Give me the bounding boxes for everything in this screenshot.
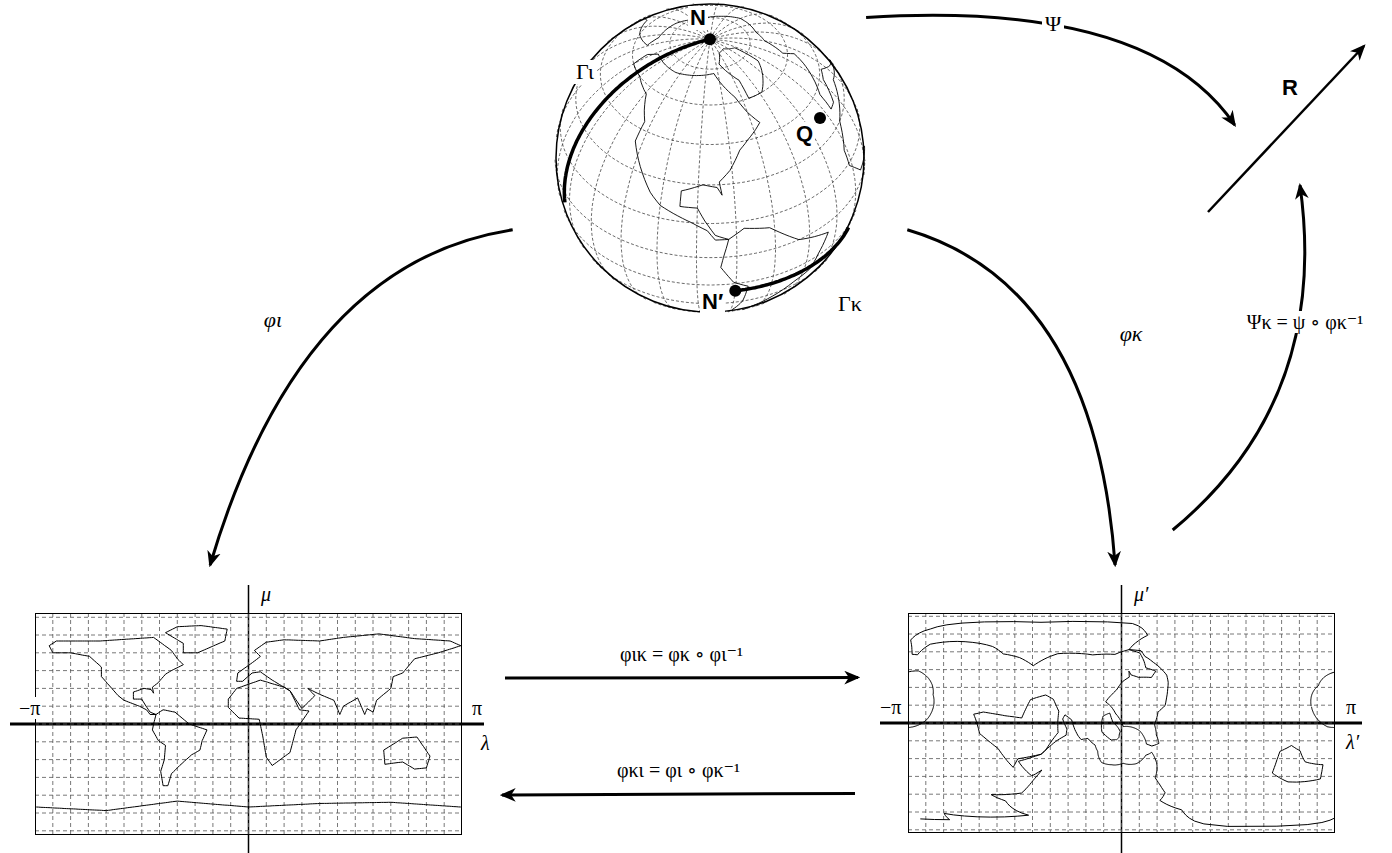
coastline [719, 48, 763, 99]
coastline [1101, 713, 1120, 740]
mapping-arrow [907, 230, 1115, 565]
coastline [830, 60, 865, 170]
node-label: Γι [574, 60, 596, 84]
globe-node: N ΓιQ N′ Γκ [555, 3, 865, 313]
coastline [920, 715, 1335, 827]
real-line-arrow [1208, 46, 1364, 212]
curve-arc [735, 228, 848, 291]
mapping-arrow [1173, 185, 1305, 530]
mapping-arrow [505, 676, 858, 680]
graticule [555, 3, 865, 313]
coastline [909, 671, 1335, 728]
point-dot [814, 112, 826, 124]
mapping-label: φκι = φι ∘ φκ⁻¹ [614, 759, 743, 781]
node-label: N [688, 6, 708, 30]
coastline [384, 737, 430, 769]
node-label: −π [878, 696, 903, 718]
coastline [49, 637, 183, 714]
coastline [166, 626, 228, 653]
coastline [911, 621, 1148, 665]
coastline [634, 54, 760, 240]
mapping-arrow [210, 230, 513, 565]
point-dot [729, 285, 741, 297]
globe-outline [555, 3, 865, 313]
node-label: λ [479, 732, 492, 754]
curve-arc [564, 39, 710, 202]
real-line [1205, 40, 1370, 215]
node-label: Q [794, 122, 815, 146]
mapping-label: φικ = φκ ∘ φι⁻¹ [617, 643, 746, 665]
map-panel: μ−ππλ [35, 613, 462, 835]
coastline [237, 634, 461, 715]
map-panel: μ′−ππλ′ [908, 613, 1335, 833]
coastline [36, 801, 461, 811]
coastline [152, 710, 207, 786]
mapping-arrow [502, 793, 855, 795]
map-grid [35, 613, 462, 835]
mapping-label: Ψκ = ψ ∘ φκ⁻¹ [1244, 311, 1367, 333]
point-dot [704, 33, 716, 45]
node-label: N′ [700, 290, 725, 314]
coastline [974, 695, 1059, 767]
coastline [1106, 650, 1169, 746]
mapping-label: φι [261, 308, 285, 332]
node-label: R [1280, 76, 1300, 100]
real-line-node: R [1205, 40, 1370, 215]
globe-circle [556, 4, 864, 312]
coastline [640, 16, 834, 109]
node-label: μ [259, 583, 273, 605]
coastline [1272, 746, 1323, 783]
node-label: Γκ [836, 292, 864, 316]
node-label: π [470, 697, 484, 719]
mapping-label: φκ [1117, 322, 1146, 346]
coastline [228, 680, 309, 765]
node-label: π [1344, 696, 1358, 718]
mapping-label: Ψ [1042, 12, 1064, 36]
map-grid [908, 613, 1335, 833]
node-label: μ′ [1132, 583, 1150, 605]
coastline [721, 228, 829, 312]
node-label: λ′ [1344, 731, 1361, 753]
node-label: −π [17, 697, 42, 719]
